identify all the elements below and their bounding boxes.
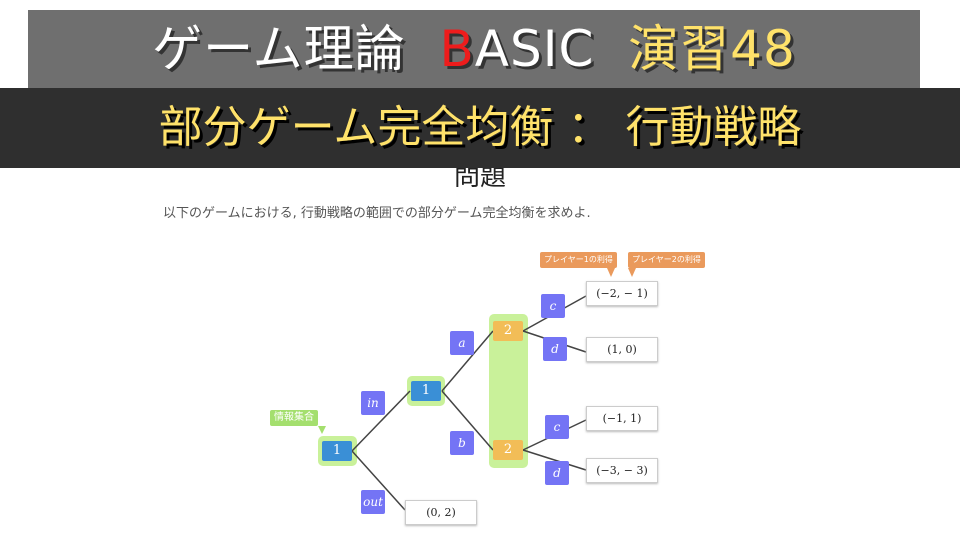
action-out: out [361, 490, 385, 514]
action-d-top: d [543, 337, 567, 361]
edge-a [441, 330, 494, 392]
problem-text: 以下のゲームにおける, 行動戦略の範囲での部分ゲーム完全均衡を求めよ. [163, 206, 591, 221]
payoff-ac: (−2, − 1) [586, 281, 658, 306]
title-basic: ASIC [474, 20, 595, 78]
action-d-bottom: d [545, 461, 569, 485]
payoff-out: (0, 2) [405, 500, 477, 525]
edge-out [351, 450, 406, 511]
title-banner: ゲーム理論 BASIC 演習48 [28, 10, 920, 88]
action-b: b [450, 431, 474, 455]
action-c-top: c [541, 294, 565, 318]
action-in: in [361, 391, 385, 415]
node-mid: 1 [411, 381, 441, 401]
callout-p1-payoff: プレイヤー1の利得 [540, 252, 617, 268]
callout-tail [607, 268, 615, 277]
callout-p2-payoff: プレイヤー2の利得 [628, 252, 705, 268]
title-exercise: 演習48 [628, 20, 796, 78]
subtitle-banner: 部分ゲーム完全均衡 ： 行動戦略 [0, 88, 960, 168]
payoff-bc: (−1, 1) [586, 406, 658, 431]
node-top: 2 [493, 321, 523, 341]
callout-tail [628, 268, 636, 277]
node-root: 1 [322, 441, 352, 461]
title-b: B [439, 20, 475, 78]
callout-info-set: 情報集合 [270, 410, 318, 426]
edge-d-bottom [522, 449, 587, 471]
callout-tail [318, 426, 326, 434]
action-a: a [450, 331, 474, 355]
payoff-ad: (1, 0) [586, 337, 658, 362]
edge-b [441, 390, 494, 451]
action-c-bottom: c [545, 415, 569, 439]
title-main: ゲーム理論 [152, 20, 406, 78]
payoff-bd: (−3, − 3) [586, 458, 658, 483]
edge-in [351, 390, 411, 452]
node-bottom: 2 [493, 440, 523, 460]
